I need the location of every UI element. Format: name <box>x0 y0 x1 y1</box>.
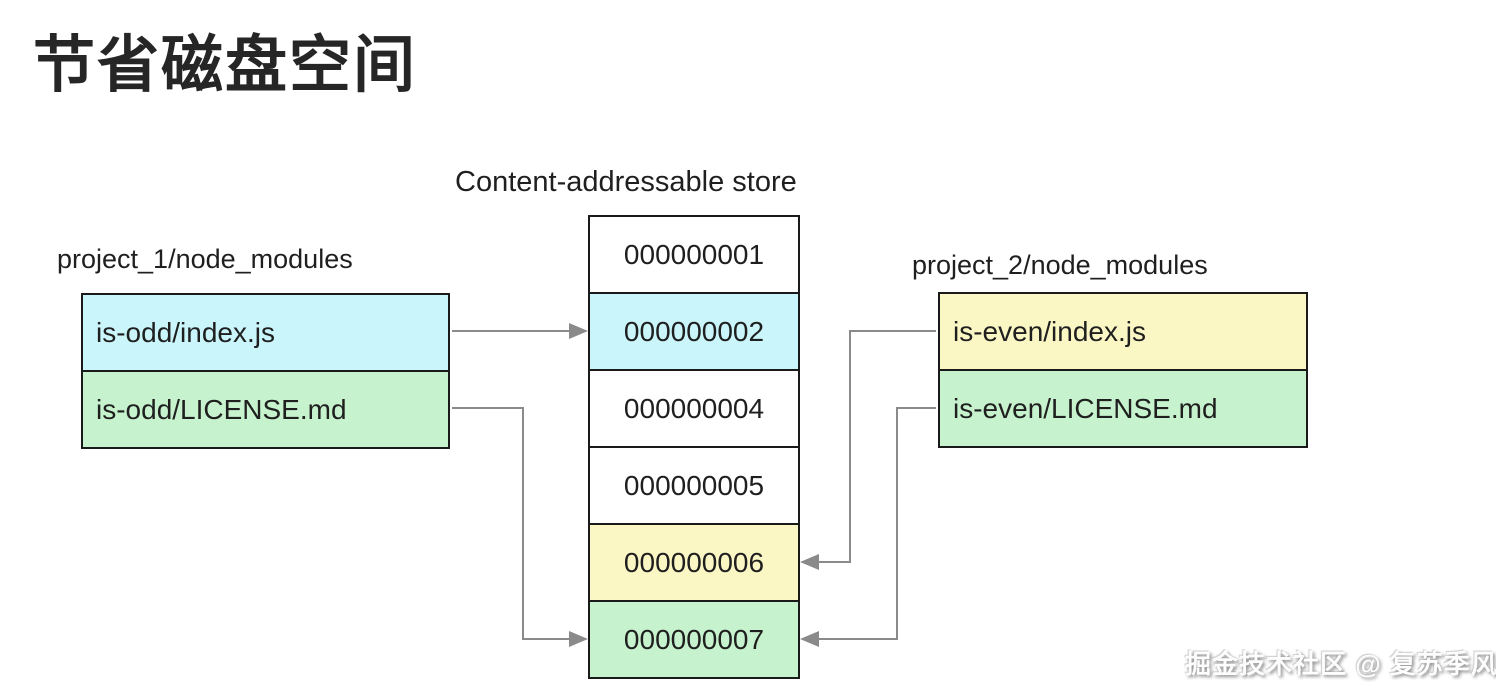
arrowhead-right-icon <box>569 631 588 647</box>
project2-box: is-even/index.js is-even/LICENSE.md <box>938 292 1308 448</box>
store-cell-000000001: 000000001 <box>588 215 800 294</box>
arrow-line-p2-license-to-007 <box>818 407 936 640</box>
page-title: 节省磁盘空间 <box>33 31 418 100</box>
watermark: 掘金技术社区 @ 复苏季风 <box>1185 649 1496 679</box>
store-cell-000000006: 000000006 <box>588 523 800 602</box>
store-cell-000000007: 000000007 <box>588 600 800 679</box>
project2-label: project_2/node_modules <box>912 250 1208 280</box>
arrow-line-p2-index-to-006 <box>818 330 936 563</box>
store-cell-000000004: 000000004 <box>588 369 800 448</box>
arrowhead-right-icon <box>569 323 588 339</box>
store-cell-000000005: 000000005 <box>588 446 800 525</box>
project1-file-is-odd-license: is-odd/LICENSE.md <box>81 370 450 449</box>
store-heading: Content-addressable store <box>455 166 797 198</box>
project1-file-is-odd-index: is-odd/index.js <box>81 293 450 372</box>
store-cell-000000002: 000000002 <box>588 292 800 371</box>
project2-file-is-even-index: is-even/index.js <box>938 292 1308 371</box>
project1-box: is-odd/index.js is-odd/LICENSE.md <box>81 293 450 449</box>
project1-label: project_1/node_modules <box>57 244 353 274</box>
arrowhead-left-icon <box>800 631 819 647</box>
arrow-line-p1-license-to-007 <box>452 407 570 640</box>
project2-file-is-even-license: is-even/LICENSE.md <box>938 369 1308 448</box>
arrowhead-left-icon <box>800 554 819 570</box>
store-box: 000000001 000000002 000000004 000000005 … <box>588 215 800 679</box>
